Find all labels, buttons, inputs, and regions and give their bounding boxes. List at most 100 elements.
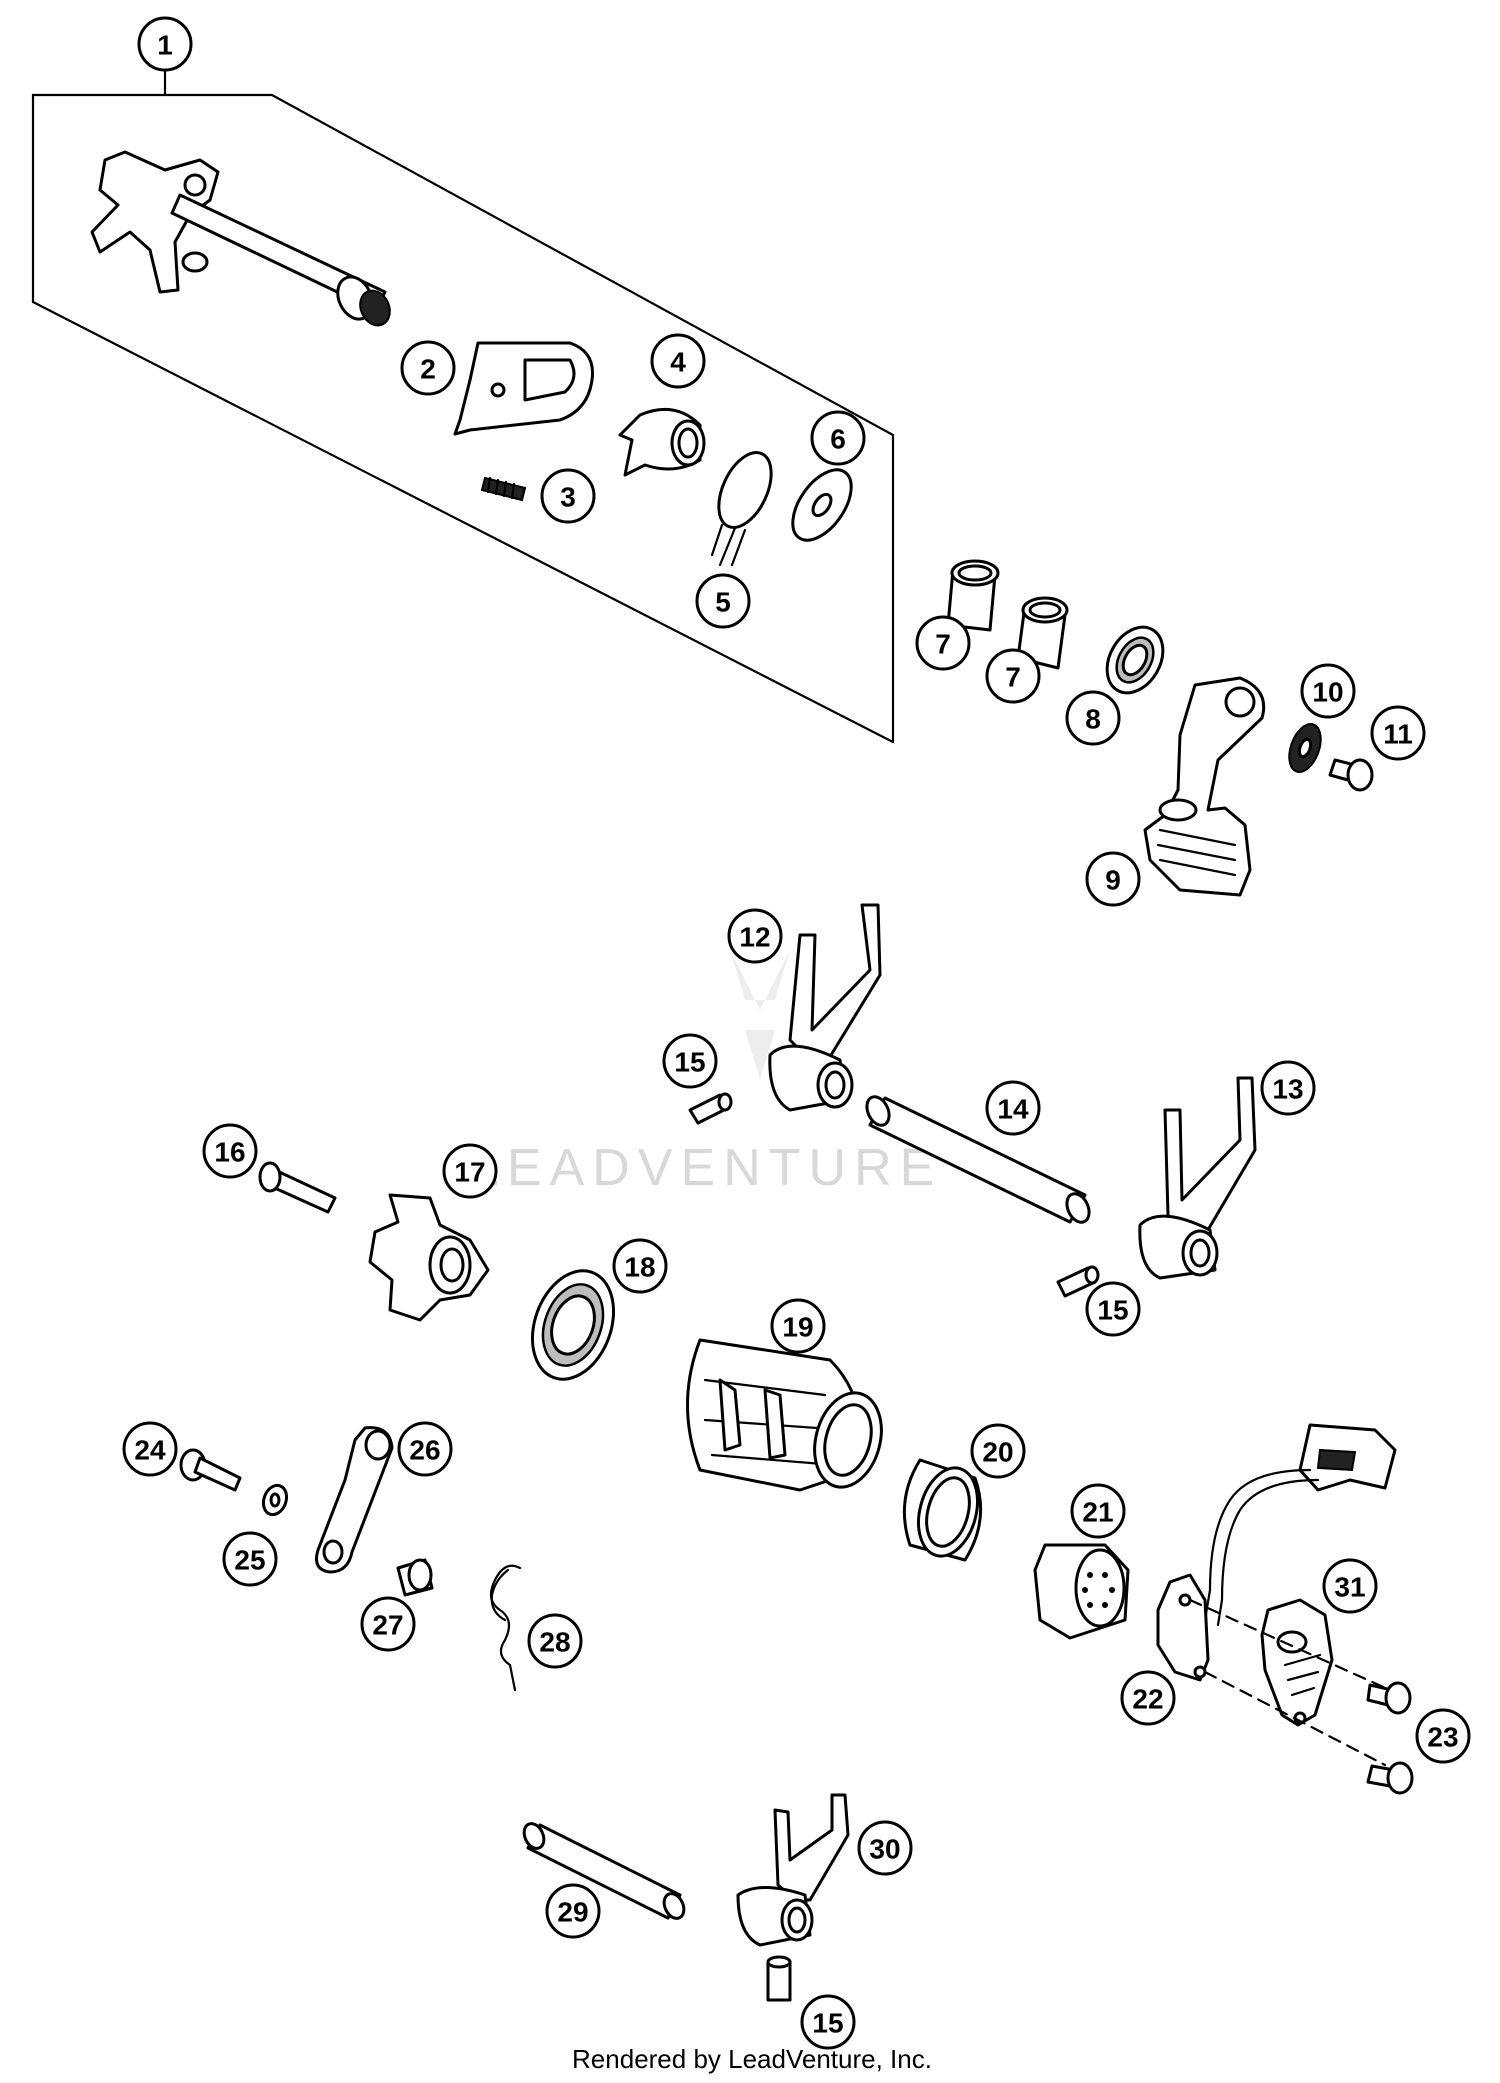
callout-15b-label: 15 bbox=[1097, 1295, 1128, 1326]
callout-21-label: 21 bbox=[1082, 1497, 1113, 1528]
callout-1[interactable]: 1 bbox=[137, 16, 193, 72]
callout-23[interactable]: 23 bbox=[1415, 1708, 1471, 1764]
roller-part[interactable] bbox=[396, 1558, 434, 1597]
callout-13[interactable]: 13 bbox=[1260, 1060, 1316, 1116]
callout-19[interactable]: 19 bbox=[770, 1298, 826, 1354]
callout-7a-label: 7 bbox=[935, 629, 951, 660]
callout-12[interactable]: 12 bbox=[727, 908, 783, 964]
callout-22[interactable]: 22 bbox=[1120, 1670, 1176, 1726]
shift-shaft-part[interactable] bbox=[90, 150, 395, 330]
callout-18[interactable]: 18 bbox=[612, 1238, 668, 1294]
shift-fork-part-30[interactable] bbox=[736, 1793, 850, 1947]
callout-5[interactable]: 5 bbox=[695, 573, 751, 629]
bearing-part-20[interactable] bbox=[902, 1458, 986, 1563]
callout-30[interactable]: 30 bbox=[857, 1820, 913, 1876]
assembly-lines bbox=[1188, 1598, 1392, 1767]
callout-13-label: 13 bbox=[1272, 1074, 1303, 1105]
shift-fork-part-13[interactable] bbox=[1138, 1076, 1257, 1280]
spring-part[interactable] bbox=[480, 476, 527, 502]
watermark-text: LEADVENTURE bbox=[470, 1139, 942, 1197]
callout-3[interactable]: 3 bbox=[540, 468, 596, 524]
shift-star-part[interactable] bbox=[368, 1193, 490, 1322]
callout-6[interactable]: 6 bbox=[810, 410, 866, 466]
star-washer-part[interactable] bbox=[1283, 720, 1326, 777]
screw-part-b[interactable] bbox=[1366, 1761, 1414, 1795]
pin-part-a[interactable] bbox=[688, 1092, 733, 1125]
bushing-part-a[interactable] bbox=[946, 559, 1000, 632]
rod-part-14[interactable] bbox=[863, 1093, 1094, 1226]
callout-8-label: 8 bbox=[1085, 704, 1101, 735]
callout-25-label: 25 bbox=[234, 1545, 265, 1576]
callout-29-label: 29 bbox=[557, 1897, 588, 1928]
pin-part-c[interactable] bbox=[766, 1955, 792, 2002]
cover-plate-part[interactable] bbox=[1260, 1598, 1334, 1727]
bolt-part-24[interactable] bbox=[179, 1448, 242, 1492]
screw-part-a[interactable] bbox=[1366, 1681, 1412, 1715]
callout-14[interactable]: 14 bbox=[985, 1080, 1041, 1136]
shift-lever-part[interactable] bbox=[1143, 676, 1266, 897]
callout-10[interactable]: 10 bbox=[1300, 663, 1356, 719]
bolt-part-11[interactable] bbox=[1328, 758, 1374, 792]
callout-29[interactable]: 29 bbox=[545, 1883, 601, 1939]
callout-15a-label: 15 bbox=[674, 1047, 705, 1078]
shift-fork-part-12[interactable] bbox=[768, 903, 882, 1112]
washer-part[interactable] bbox=[781, 460, 863, 551]
washer-part-25[interactable] bbox=[260, 1482, 291, 1518]
sensor-housing-part[interactable] bbox=[1156, 1573, 1210, 1682]
callout-27-label: 27 bbox=[372, 1610, 403, 1641]
callout-28-label: 28 bbox=[539, 1627, 570, 1658]
bearing-part-18[interactable] bbox=[518, 1259, 628, 1390]
callout-27[interactable]: 27 bbox=[360, 1596, 416, 1652]
callout-20[interactable]: 20 bbox=[970, 1423, 1026, 1479]
plate-part[interactable] bbox=[453, 341, 595, 436]
callout-25[interactable]: 25 bbox=[222, 1531, 278, 1587]
callout-2-label: 2 bbox=[420, 354, 436, 385]
bolt-part-16[interactable] bbox=[258, 1161, 337, 1214]
callout-26[interactable]: 26 bbox=[397, 1421, 453, 1477]
callout-15a[interactable]: 15 bbox=[662, 1033, 718, 1089]
sensor-rotor-part[interactable] bbox=[1033, 1543, 1130, 1640]
callout-16[interactable]: 16 bbox=[202, 1123, 258, 1179]
callout-12-label: 12 bbox=[739, 922, 770, 953]
pin-part-b[interactable] bbox=[1056, 1265, 1100, 1298]
callout-4-label: 4 bbox=[670, 347, 686, 378]
rod-part-29[interactable] bbox=[520, 1820, 687, 1921]
callout-7b[interactable]: 7 bbox=[985, 648, 1041, 704]
callout-7a[interactable]: 7 bbox=[915, 615, 971, 671]
callout-21[interactable]: 21 bbox=[1070, 1483, 1126, 1539]
callout-11-label: 11 bbox=[1383, 719, 1413, 750]
callout-17-label: 17 bbox=[454, 1157, 485, 1188]
callout-4[interactable]: 4 bbox=[650, 333, 706, 389]
callout-15c[interactable]: 15 bbox=[800, 1994, 856, 2050]
callout-18-label: 18 bbox=[624, 1252, 655, 1283]
bushing-clip-part[interactable] bbox=[618, 407, 706, 477]
callout-3-label: 3 bbox=[560, 482, 576, 513]
callout-24-label: 24 bbox=[134, 1435, 166, 1466]
callout-31[interactable]: 31 bbox=[1322, 1558, 1378, 1614]
callout-7b-label: 7 bbox=[1005, 662, 1021, 693]
callout-9[interactable]: 9 bbox=[1085, 851, 1141, 907]
callout-24[interactable]: 24 bbox=[122, 1421, 178, 1477]
sensor-connector-part[interactable] bbox=[1203, 1423, 1397, 1627]
torsion-spring-part[interactable] bbox=[708, 444, 782, 567]
credit-text: Rendered by LeadVenture, Inc. bbox=[572, 2044, 932, 2074]
callout-1-label: 1 bbox=[157, 30, 173, 61]
callout-16-label: 16 bbox=[214, 1137, 245, 1168]
callout-6-label: 6 bbox=[830, 424, 846, 455]
callout-15b[interactable]: 15 bbox=[1085, 1281, 1141, 1337]
callout-30-label: 30 bbox=[869, 1834, 900, 1865]
callout-28[interactable]: 28 bbox=[527, 1613, 583, 1669]
callout-17[interactable]: 17 bbox=[442, 1143, 498, 1199]
spring-part-28[interactable] bbox=[489, 1564, 522, 1692]
shift-drum-part[interactable] bbox=[686, 1338, 892, 1495]
seal-ring-part[interactable] bbox=[1096, 617, 1174, 703]
callout-8[interactable]: 8 bbox=[1065, 690, 1121, 746]
callout-2[interactable]: 2 bbox=[400, 340, 456, 396]
callout-26-label: 26 bbox=[409, 1435, 440, 1466]
callout-11[interactable]: 11 bbox=[1370, 705, 1426, 761]
bushing-part-b[interactable] bbox=[1016, 596, 1069, 670]
callout-20-label: 20 bbox=[982, 1437, 1013, 1468]
callout-10-label: 10 bbox=[1312, 677, 1343, 708]
locking-lever-part[interactable] bbox=[315, 1426, 394, 1574]
